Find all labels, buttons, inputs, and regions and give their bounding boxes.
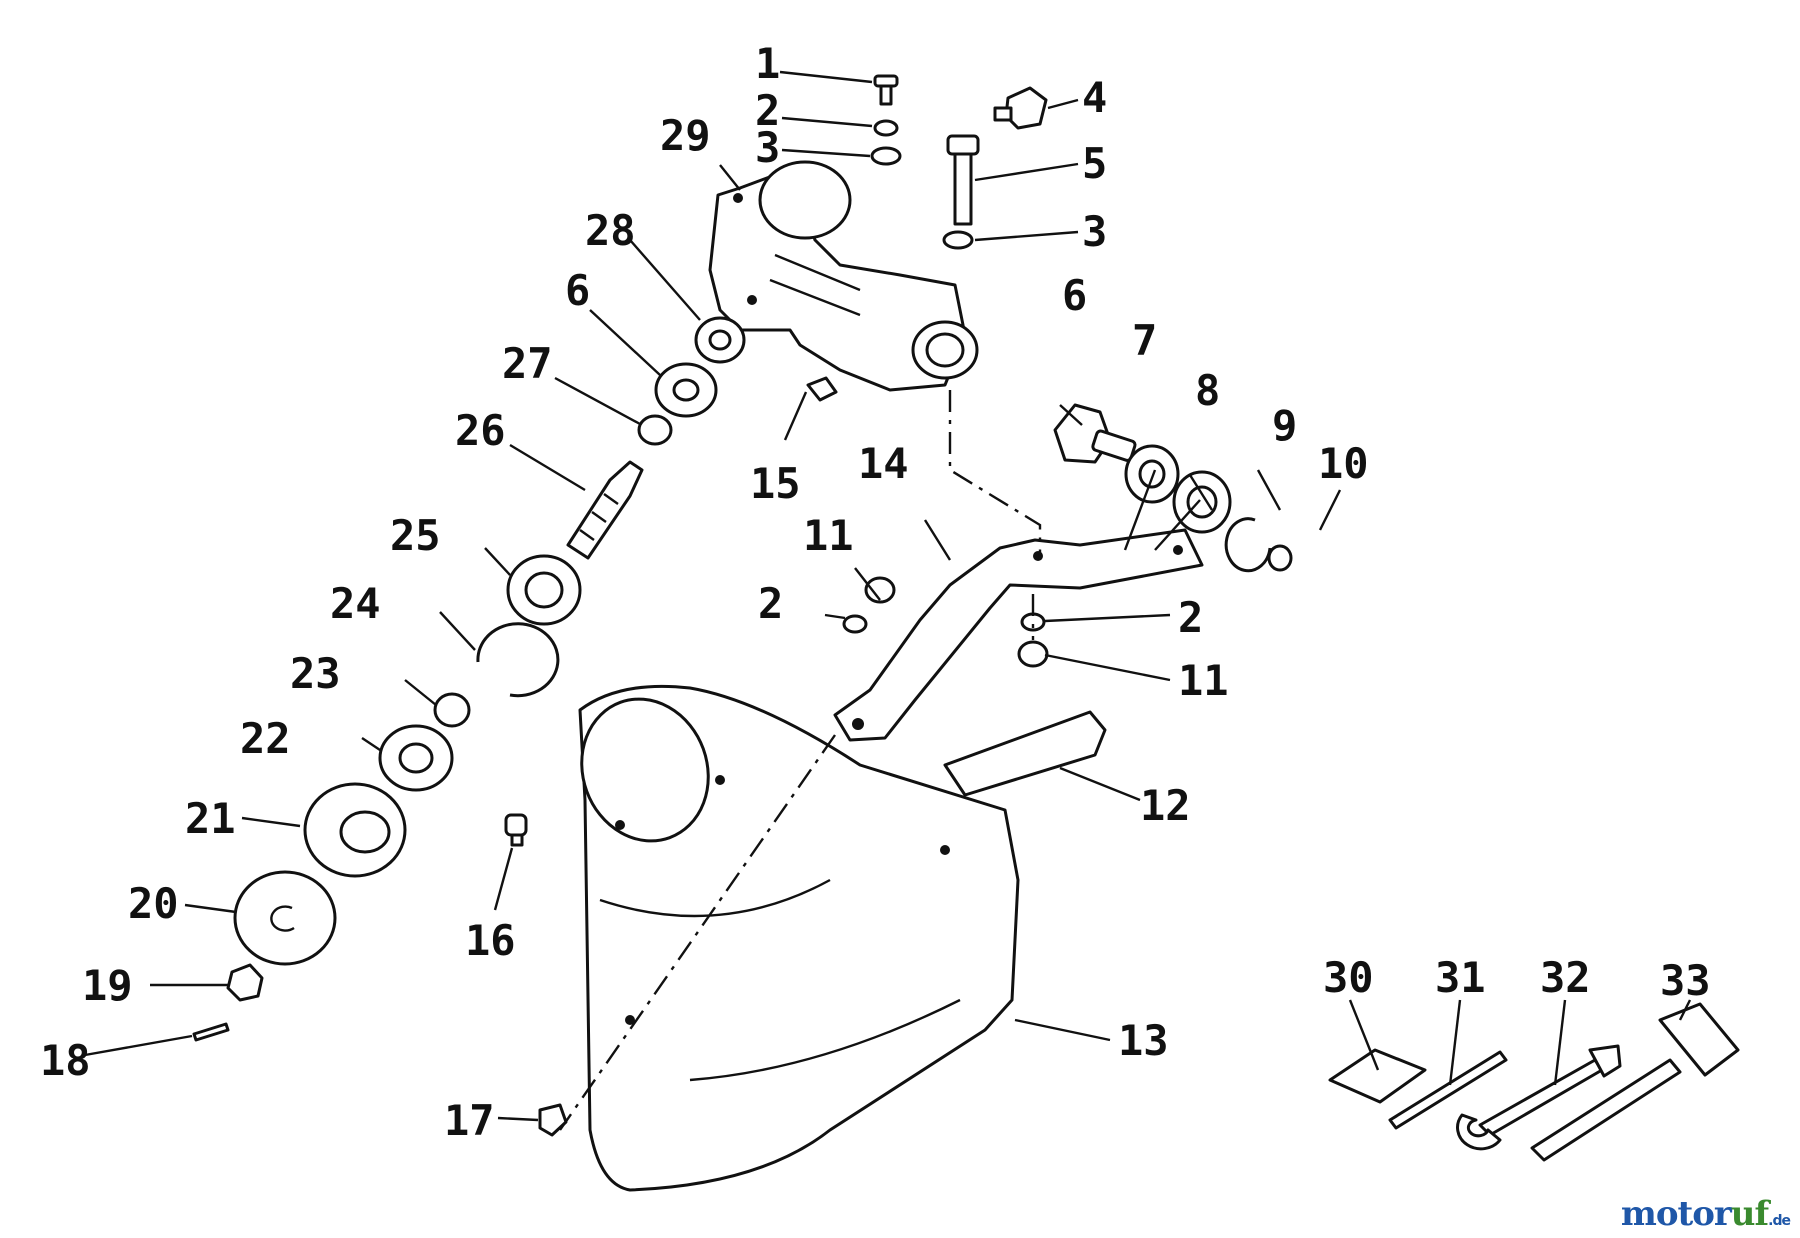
part-29-gear-housing (708, 160, 979, 392)
callout-9: 9 (1272, 401, 1297, 450)
part-30-tool-bag (1328, 1048, 1427, 1104)
part-6-bevel-gear (1053, 403, 1137, 464)
callout-11b: 11 (1178, 656, 1229, 705)
callout-6b: 6 (565, 266, 590, 315)
callout-2c: 2 (758, 579, 783, 628)
part-28-bearing (694, 316, 746, 364)
callout-7: 7 (1132, 316, 1157, 365)
callout-6: 6 (1062, 271, 1087, 320)
watermark-logo: motoruf.de (1620, 1194, 1791, 1234)
part-12-pad (943, 710, 1107, 797)
part-24-snap-ring (476, 622, 560, 698)
part-11b-nut (1017, 640, 1049, 668)
part-22-washer (378, 724, 454, 792)
watermark-part-c: .de (1768, 1213, 1791, 1229)
callout-23: 23 (290, 649, 341, 698)
part-11-nut (864, 576, 896, 604)
part-2-lock-washer (873, 119, 899, 137)
part-20-cup (233, 870, 337, 966)
part-17-cap (538, 1103, 568, 1137)
part-16-screw (504, 813, 528, 847)
part-23-spacer (433, 692, 471, 728)
part-8-bearing (1172, 470, 1232, 534)
watermark-part-a: motor (1620, 1194, 1732, 1234)
callout-26: 26 (455, 406, 506, 455)
callout-2: 2 (755, 86, 780, 135)
callout-17: 17 (444, 1096, 495, 1145)
part-3b-washer (942, 230, 974, 250)
callout-10: 10 (1318, 439, 1369, 488)
callout-27: 27 (502, 339, 553, 388)
callout-labels: 1 2 3 4 5 3 6 7 8 9 10 14 15 11 2 2 11 1… (40, 39, 1711, 1145)
part-27-bushing (637, 414, 673, 446)
part-2c-lock-washer (842, 614, 868, 634)
callout-28: 28 (585, 206, 636, 255)
part-4-plug (993, 86, 1048, 130)
callout-30: 30 (1323, 953, 1374, 1002)
callout-3: 3 (755, 123, 780, 172)
callout-18: 18 (40, 1036, 91, 1085)
callout-33: 33 (1660, 956, 1711, 1005)
alignment-line-shield (559, 734, 836, 1131)
callout-20: 20 (128, 879, 179, 928)
callout-29: 29 (660, 111, 711, 160)
callout-31: 31 (1435, 953, 1486, 1002)
callout-16: 16 (465, 916, 516, 965)
part-13-guard-shield (578, 684, 1020, 1192)
part-31-rod (1388, 1050, 1508, 1130)
watermark-part-b: uf (1730, 1194, 1769, 1234)
callout-21: 21 (185, 794, 236, 843)
callout-12: 12 (1140, 781, 1191, 830)
callout-5: 5 (1082, 139, 1107, 188)
part-6b-bevel-gear (654, 362, 718, 418)
part-19-nut (226, 963, 264, 1002)
part-14-bracket (833, 528, 1204, 742)
part-25-bearing (506, 554, 582, 626)
leader-lines (84, 70, 1692, 1122)
part-10-ring (1267, 544, 1293, 572)
callout-1: 1 (755, 39, 780, 88)
callout-15: 15 (750, 459, 801, 508)
callout-32: 32 (1540, 953, 1591, 1002)
part-15-washer (806, 376, 838, 402)
callout-11: 11 (803, 511, 854, 560)
callout-4: 4 (1082, 73, 1107, 122)
part-26-shaft (566, 460, 644, 560)
part-9-snap-ring (1224, 517, 1272, 573)
callout-8: 8 (1195, 366, 1220, 415)
part-21-holder (303, 782, 407, 878)
callout-22: 22 (240, 714, 291, 763)
callout-24: 24 (330, 579, 381, 628)
alignment-line-right (948, 390, 1042, 560)
part-32-wrench (1456, 1044, 1622, 1151)
callout-2d: 2 (1178, 593, 1203, 642)
part-18-pin (192, 1022, 230, 1042)
callout-14: 14 (858, 439, 909, 488)
part-3-washer (870, 146, 902, 166)
part-5-bolt (946, 134, 980, 226)
callout-25: 25 (390, 511, 441, 560)
callout-13: 13 (1118, 1016, 1169, 1065)
callout-19: 19 (82, 961, 133, 1010)
part-7-bearing (1124, 444, 1180, 504)
callout-3b: 3 (1082, 207, 1107, 256)
part-1-screw (873, 74, 899, 106)
